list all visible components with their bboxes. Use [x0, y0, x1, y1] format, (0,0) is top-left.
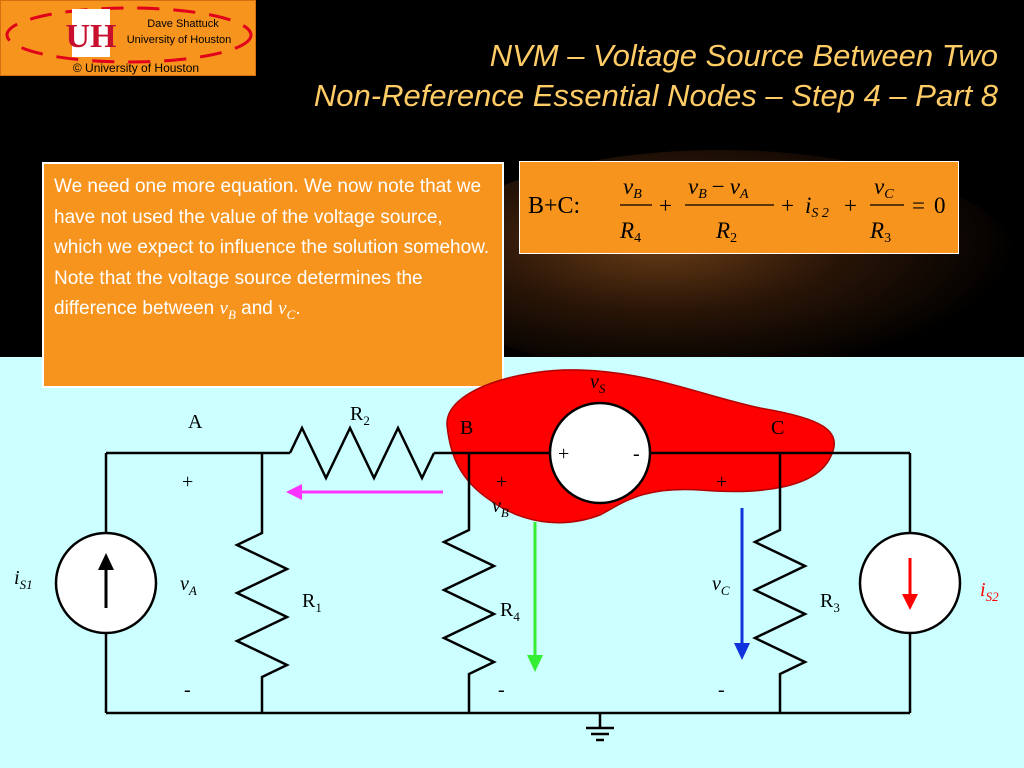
- uh-logo-background: [72, 9, 110, 57]
- node-label-c: C: [771, 417, 784, 439]
- vc-plus-sign: +: [716, 471, 727, 493]
- term1-numerator: vB: [623, 174, 642, 202]
- term1-denominator: R4: [619, 218, 641, 246]
- node-equation: B+C: vB R4 + vB−vA R2 + iS 2 + vC R3 = 0: [528, 174, 946, 246]
- label-is1: iS1: [14, 567, 33, 592]
- var-letter: v: [219, 298, 228, 319]
- va-plus-sign: +: [182, 471, 193, 493]
- resistor-r1: [234, 453, 290, 713]
- var-subscript: C: [286, 306, 296, 322]
- resistor-r4: [441, 453, 497, 713]
- uh-logo-icon: UH: [66, 18, 117, 55]
- dashed-ellipse: [5, 6, 253, 64]
- institution-name: University of Houston: [126, 34, 232, 46]
- voltage-arrowhead-vb-icon: [527, 655, 543, 672]
- title-line-1: NVM – Voltage Source Between Two: [489, 38, 998, 73]
- va-minus-sign: -: [184, 679, 191, 701]
- var-subscript: B: [227, 306, 236, 322]
- resistor-r2: [288, 425, 436, 481]
- author-name: Dave Shattuck: [147, 18, 219, 30]
- explanation-period: .: [295, 298, 301, 319]
- slide-title: NVM – Voltage Source Between Two Non-Ref…: [314, 36, 998, 116]
- equation-zero: 0: [934, 193, 946, 218]
- explanation-box: We need one more equation. We now note t…: [42, 162, 504, 388]
- voltage-source-vs: [548, 401, 652, 505]
- plus-sign-1: +: [659, 193, 672, 218]
- vb-plus-sign: +: [496, 471, 507, 493]
- label-r2: R2: [350, 403, 370, 428]
- term3-current: iS 2: [805, 193, 829, 221]
- is1-arrowhead-icon: [98, 553, 114, 570]
- equals-sign: =: [912, 193, 925, 218]
- plus-sign-3: +: [844, 193, 857, 218]
- vs-minus-sign: -: [633, 443, 640, 465]
- ground-icon: [586, 713, 614, 742]
- term4-numerator: vC: [874, 174, 894, 202]
- title-line-2: Non-Reference Essential Nodes – Step 4 –…: [313, 78, 998, 113]
- label-vc: vC: [712, 573, 730, 598]
- term2-numerator: vB−vA: [688, 174, 749, 202]
- logo-graphic: UH: [5, 6, 253, 64]
- copyright-text: © University of Houston: [72, 61, 200, 75]
- label-r4: R4: [500, 599, 520, 624]
- equation-label: B+C:: [528, 193, 580, 219]
- voltage-arrowhead-vc-icon: [734, 643, 750, 660]
- equation-box: B+C: vB R4 + vB−vA R2 + iS 2 + vC R3 = 0: [519, 161, 959, 254]
- is2-arrowhead-icon: [902, 594, 918, 610]
- node-label-b: B: [460, 417, 473, 439]
- current-arrowhead-r2-icon: [286, 484, 302, 500]
- explanation-var-vb: vB: [219, 298, 236, 322]
- explanation-var-vc: vC: [278, 298, 296, 322]
- header-logo-box: UH Dave Shattuck University of Houston ©…: [0, 0, 256, 76]
- vc-minus-sign: -: [718, 679, 725, 701]
- term4-denominator: R3: [869, 218, 891, 246]
- var-letter: v: [278, 298, 287, 319]
- vs-plus-sign: +: [558, 443, 569, 465]
- node-label-a: A: [188, 411, 203, 433]
- label-r3: R3: [820, 590, 840, 615]
- label-va: vA: [180, 573, 197, 598]
- resistor-r3: [752, 453, 808, 713]
- label-r1: R1: [302, 590, 322, 615]
- label-is2: iS2: [980, 579, 999, 604]
- plus-sign-2: +: [781, 193, 794, 218]
- explanation-text: We need one more equation. We now note t…: [54, 176, 490, 319]
- term2-denominator: R2: [715, 218, 737, 246]
- explanation-and: and: [241, 298, 273, 319]
- label-vs: vS: [590, 371, 606, 396]
- label-vb: vB: [492, 495, 509, 520]
- vb-minus-sign: -: [498, 679, 505, 701]
